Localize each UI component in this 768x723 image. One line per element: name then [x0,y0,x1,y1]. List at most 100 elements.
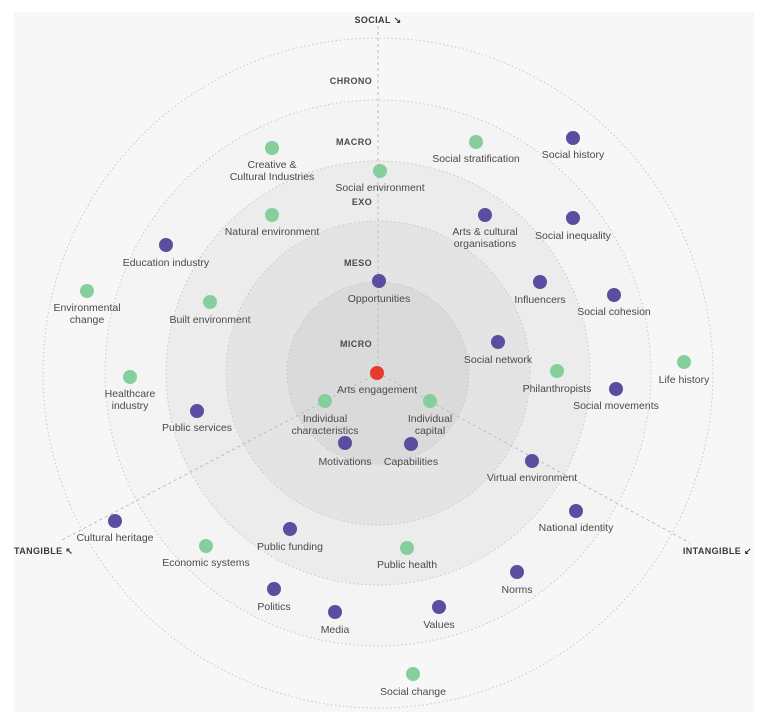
node-dot [609,382,623,396]
axis-label-social: SOCIAL ↘ [354,15,401,25]
node-built-environment: Built environment [169,295,251,326]
node-dot [677,355,691,369]
node-dot [318,394,332,408]
node-label: Social network [464,354,533,366]
node-public-services: Public services [162,404,232,434]
node-label: Built environment [169,314,250,326]
node-social-network: Social network [464,335,533,366]
axis-line-intangible [377,372,691,544]
node-social-history: Social history [542,131,605,161]
node-creative-and-cultural-industries: Creative &Cultural Industries [230,141,315,183]
node-dot [550,364,564,378]
node-label: Cultural heritage [76,532,153,544]
node-social-stratification: Social stratification [432,135,520,165]
node-arts-engagement: Arts engagement [337,366,417,396]
node-philanthropists: Philanthropists [523,364,592,395]
ring-label-chrono: CHRONO [330,76,372,86]
node-virtual-environment: Virtual environment [487,454,577,484]
node-dot [510,565,524,579]
axis-label-intangible: INTANGIBLE ↙ [683,546,752,556]
node-dot [199,539,213,553]
node-life-history: Life history [659,355,711,386]
node-dot [469,135,483,149]
node-values: Values [423,600,455,631]
axis-label-tangible: TANGIBLE ↖ [14,546,73,556]
node-social-movements: Social movements [573,382,659,412]
node-dot [123,370,137,384]
node-dot [525,454,539,468]
node-dot [478,208,492,222]
node-dot [338,436,352,450]
ring-label-exo: EXO [352,197,372,207]
node-social-cohesion: Social cohesion [577,288,651,318]
ring-label-micro: MICRO [340,339,372,349]
node-dot [267,582,281,596]
node-cultural-heritage: Cultural heritage [76,514,154,544]
node-label: Public services [162,422,232,434]
node-label: Natural environment [225,226,320,238]
node-label: Virtual environment [487,472,577,484]
node-label: Social change [380,686,446,698]
node-education-industry: Education industry [123,238,210,269]
node-dot [566,131,580,145]
node-dot [265,141,279,155]
node-label: Social movements [573,400,659,412]
node-natural-environment: Natural environment [225,208,320,238]
node-dot [283,522,297,536]
node-dot [569,504,583,518]
node-label: Values [423,619,454,631]
node-national-identity: National identity [539,504,614,534]
node-label: Social cohesion [577,306,651,318]
node-label: Life history [659,374,711,386]
node-dot [566,211,580,225]
node-label: Social inequality [535,230,612,242]
node-norms: Norms [502,565,533,596]
node-politics: Politics [257,582,291,613]
ring-chrono [42,37,714,709]
node-label: Politics [257,601,290,613]
node-label: Opportunities [348,293,410,305]
node-label: Motivations [318,456,371,468]
node-label: Norms [502,584,533,596]
node-dot [432,600,446,614]
node-dot [203,295,217,309]
node-capabilities: Capabilities [384,437,438,468]
node-label: Social stratification [432,153,520,165]
node-influencers: Influencers [514,275,566,306]
node-label: Social history [542,149,605,161]
node-dot [265,208,279,222]
node-label: Philanthropists [523,383,592,395]
node-label: Public health [377,559,437,571]
node-dot [400,541,414,555]
node-label: Influencers [514,294,565,306]
node-dot [404,437,418,451]
node-dot [190,404,204,418]
node-dot [328,605,342,619]
node-label: Media [321,624,350,636]
node-public-funding: Public funding [257,522,323,553]
node-dot [372,274,386,288]
node-dot [80,284,94,298]
node-label: Public funding [257,541,323,553]
node-media: Media [321,605,350,636]
node-public-health: Public health [377,541,437,571]
center-dot [370,366,384,380]
node-social-environment: Social environment [335,164,425,194]
center-label: Arts engagement [337,384,417,396]
node-dot [373,164,387,178]
node-social-change: Social change [380,667,446,698]
node-label: Capabilities [384,456,438,468]
node-label: Creative &Cultural Industries [230,159,315,183]
node-label: National identity [539,522,614,534]
